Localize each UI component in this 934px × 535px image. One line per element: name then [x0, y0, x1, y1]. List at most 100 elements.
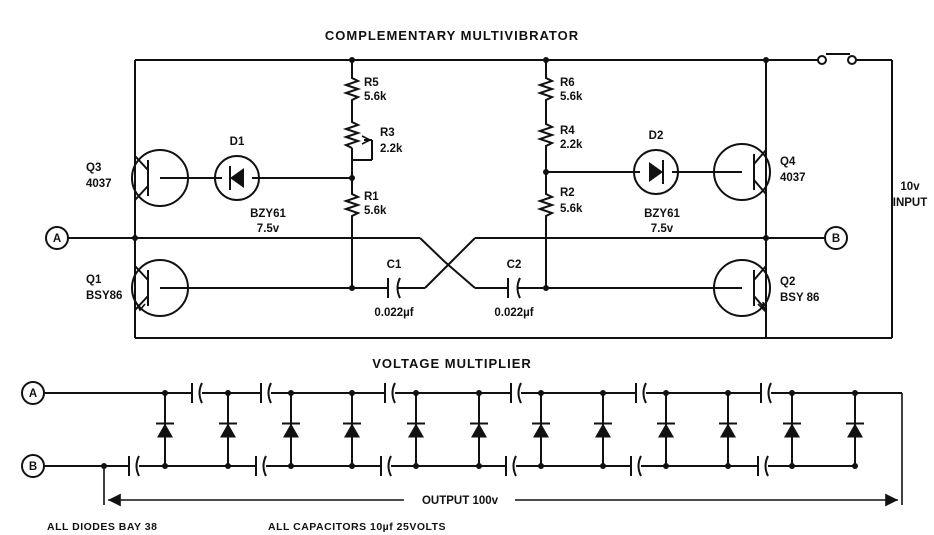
output-span: OUTPUT 100v	[103, 393, 903, 507]
q1-type: BSY86	[86, 290, 122, 302]
ladder-diode-10-dot-a	[725, 390, 731, 396]
r6-value: 5.6k	[560, 91, 583, 103]
ladder-diode-2-body	[220, 423, 236, 438]
ladder-diode-3-body	[283, 423, 299, 438]
d2-voltage: 7.5v	[651, 223, 674, 235]
capacitor-c1-symbol	[387, 277, 401, 299]
terminal-a-bottom: A	[21, 381, 45, 405]
cap-a-4-plate-b	[517, 382, 522, 404]
q2-name: Q2	[780, 276, 795, 288]
ladder-diode-4-dot-a	[349, 390, 355, 396]
ladder-diode-4-dot-b	[349, 463, 355, 469]
d2-type: BZY61	[644, 208, 680, 220]
c1-value: 0.022µf	[374, 307, 413, 319]
capacitor-c2-symbol	[507, 277, 521, 299]
resistor-r4-symbol	[536, 120, 556, 148]
ladder-diode-6-dot-b	[476, 463, 482, 469]
r3-name: R3	[380, 127, 395, 139]
cap-a-3-plate-b	[391, 382, 396, 404]
d1-name: D1	[230, 136, 245, 148]
terminal-b-bottom: B	[21, 454, 45, 478]
resistor-r1-symbol	[342, 190, 362, 220]
ladder-diode-4-body	[344, 423, 360, 438]
diode-d1-symbol	[214, 155, 260, 201]
input-voltage: 10v	[900, 181, 920, 193]
ladder-diode-12-dot-a	[852, 390, 858, 396]
ladder-diode-12-body	[847, 423, 863, 438]
q4-name: Q4	[780, 156, 796, 168]
cap-b-2-plate-b	[262, 455, 267, 477]
q1-name: Q1	[86, 274, 102, 286]
transistor-q4-symbol	[713, 143, 771, 201]
ladder-diode-7-dot-b	[538, 463, 544, 469]
ladder-diode-1-dot-a	[162, 390, 168, 396]
resistor-r2-symbol	[536, 190, 556, 220]
terminal-a-bottom-label: A	[29, 388, 37, 400]
cap-b-3-plate-b	[387, 455, 392, 477]
cap-a-6-plate-b	[767, 382, 772, 404]
multivibrator-wiring	[68, 53, 893, 339]
r3-value: 2.2k	[380, 143, 403, 155]
transistor-q1-symbol	[131, 259, 189, 317]
r1-value: 5.6k	[364, 205, 387, 217]
r2-value: 5.6k	[560, 203, 583, 215]
ladder-diode-10-dot-b	[725, 463, 731, 469]
ladder-diode-3-dot-a	[288, 390, 294, 396]
ladder-diode-6-body	[471, 423, 487, 438]
c2-value: 0.022µf	[494, 307, 533, 319]
diode-d2-symbol	[633, 149, 679, 195]
r1-name: R1	[364, 191, 379, 203]
resistor-r6-symbol	[536, 74, 556, 102]
multivibrator-title: COMPLEMENTARY MULTIVIBRATOR	[325, 28, 579, 43]
ladder-diode-6-dot-a	[476, 390, 482, 396]
multiplier-title: VOLTAGE MULTIPLIER	[372, 356, 532, 371]
terminal-a-top-label: A	[53, 233, 61, 245]
ladder-diode-9-body	[658, 423, 674, 438]
ladder-diode-10-body	[720, 423, 736, 438]
ladder-diode-11-body	[784, 423, 800, 438]
output-label: OUTPUT 100v	[422, 495, 499, 507]
ladder-diode-11-dot-a	[789, 390, 795, 396]
d1-type: BZY61	[250, 208, 286, 220]
d2-name: D2	[649, 130, 664, 142]
ladder-diode-12-dot-b	[852, 463, 858, 469]
c2-name: C2	[507, 259, 522, 271]
r5-name: R5	[364, 77, 379, 89]
c1-name: C1	[387, 259, 402, 271]
ladder-diode-5-body	[408, 423, 424, 438]
r5-value: 5.6k	[364, 91, 387, 103]
resistor-r3-symbol	[342, 118, 362, 149]
transistor-q2-symbol	[713, 259, 771, 317]
cap-a-2-plate-b	[267, 382, 272, 404]
capacitors-note: ALL CAPACITORS 10µf 25VOLTS	[268, 521, 446, 533]
q3-type: 4037	[86, 178, 112, 190]
q4-type: 4037	[780, 172, 806, 184]
cap-b-4-plate-b	[512, 455, 517, 477]
cap-b-1-plate-b	[135, 455, 140, 477]
ladder-diode-8-dot-b	[600, 463, 606, 469]
cap-b-5-plate-b	[637, 455, 642, 477]
terminal-b-bottom-label: B	[29, 461, 37, 473]
ladder-diode-9-dot-b	[663, 463, 669, 469]
cap-a-1-plate-b	[198, 382, 203, 404]
ladder-diode-2-dot-a	[225, 390, 231, 396]
input-label: INPUT	[893, 197, 928, 209]
r2-name: R2	[560, 187, 575, 199]
ladder-diode-11-dot-b	[789, 463, 795, 469]
ladder-diode-1-body	[157, 423, 173, 438]
resistor-r5-symbol	[342, 74, 362, 102]
diodes-note: ALL DIODES BAY 38	[47, 521, 157, 533]
terminal-a-top: A	[45, 226, 69, 250]
ladder-diode-1-dot-b	[162, 463, 168, 469]
ladder-diode-8-dot-a	[600, 390, 606, 396]
ladder-diode-7-body	[533, 423, 549, 438]
multiplier-ladder	[44, 382, 902, 477]
cap-a-5-plate-b	[642, 382, 647, 404]
r4-value: 2.2k	[560, 139, 583, 151]
ladder-diode-5-dot-b	[413, 463, 419, 469]
ladder-diode-7-dot-a	[538, 390, 544, 396]
d1-voltage: 7.5v	[257, 223, 280, 235]
terminal-b-top-label: B	[832, 233, 840, 245]
cap-b-6-plate-b	[764, 455, 769, 477]
q2-type: BSY 86	[780, 292, 819, 304]
